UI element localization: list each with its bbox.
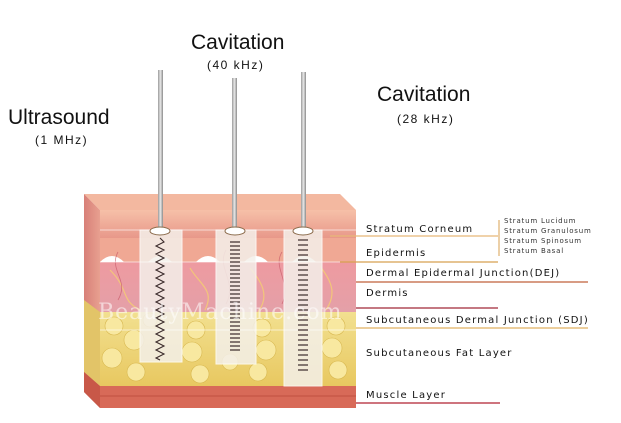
label-stratum-corneum: Stratum Corneum xyxy=(366,224,474,235)
subtitle-ultrasound: (1 MHz) xyxy=(35,133,89,147)
skin-top-surface xyxy=(84,194,356,210)
title-ultrasound: Ultrasound xyxy=(8,106,110,129)
subtitle-cavitation-28: (28 kHz) xyxy=(397,112,455,126)
subtitle-cavitation-40: (40 kHz) xyxy=(207,58,265,72)
ultrasound-wave xyxy=(154,237,166,361)
probe-ultrasound xyxy=(158,70,163,230)
sublabel-stratum-spinosum: Stratum Spinosum xyxy=(504,237,582,245)
label-sdj: Subcutaneous Dermal Junction (SDJ) xyxy=(366,315,589,326)
probe-cav28 xyxy=(301,72,306,230)
probe-cav40 xyxy=(232,78,237,230)
cav40-wave xyxy=(230,241,240,351)
watermark: BeautyMachine.com xyxy=(98,300,343,325)
label-fat: Subcutaneous Fat Layer xyxy=(366,348,513,359)
label-dermis: Dermis xyxy=(366,288,409,299)
label-dej: Dermal Epidermal Junction(DEJ) xyxy=(366,268,561,279)
sublabel-stratum-granulosum: Stratum Granulosum xyxy=(504,227,592,235)
sublabel-stratum-lucidum: Stratum Lucidum xyxy=(504,217,577,225)
title-cavitation-28: Cavitation xyxy=(377,83,471,106)
title-cavitation-40: Cavitation xyxy=(191,31,285,54)
label-muscle: Muscle Layer xyxy=(366,390,447,401)
cav28-wave xyxy=(298,239,308,371)
sublabel-stratum-basal: Stratum Basal xyxy=(504,247,564,255)
label-epidermis: Epidermis xyxy=(366,248,427,259)
muscle-band xyxy=(100,386,356,408)
